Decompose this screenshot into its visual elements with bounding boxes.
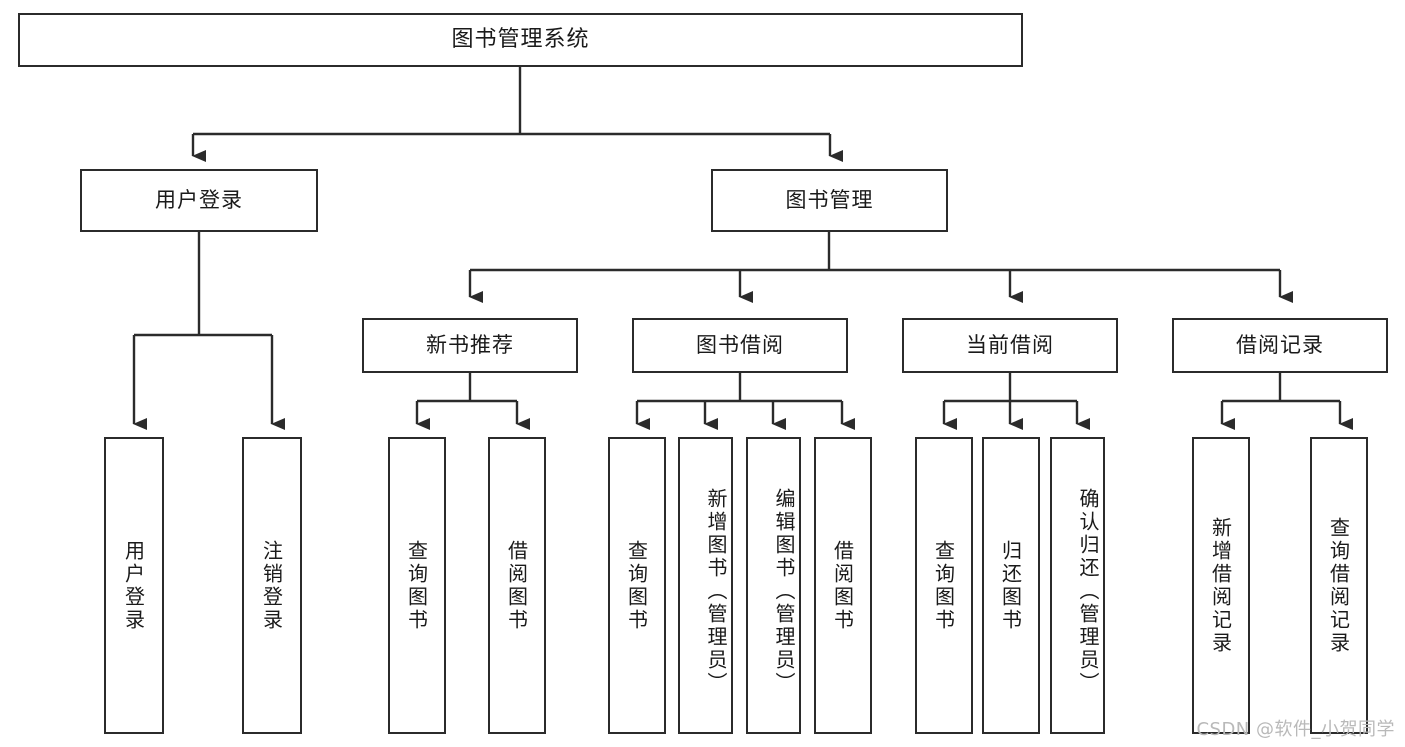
node-new-book-rec[interactable]: 新书推荐 — [362, 318, 578, 373]
leaf-query-book-2-label: 查询图书 — [624, 539, 649, 632]
node-user-login[interactable]: 用户登录 — [80, 169, 318, 232]
node-book-manage-label: 图书管理 — [785, 187, 874, 212]
leaf-logout-label: 注销登录 — [259, 539, 284, 632]
node-root[interactable]: 图书管理系统 — [18, 13, 1023, 67]
leaf-query-book-1-label: 查询图书 — [404, 539, 429, 632]
leaf-query-book-2[interactable]: 查询图书 — [608, 437, 666, 734]
leaf-logout[interactable]: 注销登录 — [242, 437, 302, 734]
leaf-query-book-3[interactable]: 查询图书 — [915, 437, 973, 734]
leaf-edit-book[interactable]: 编辑图书（管理员） — [746, 437, 801, 734]
leaf-add-record-label: 新增借阅记录 — [1208, 516, 1233, 655]
leaf-edit-book-label: 编辑图书（管理员） — [772, 488, 796, 695]
node-user-login-label: 用户登录 — [155, 187, 243, 212]
leaf-user-login[interactable]: 用户登录 — [104, 437, 164, 734]
node-current-borrow-label: 当前借阅 — [966, 332, 1054, 357]
node-borrow-record[interactable]: 借阅记录 — [1172, 318, 1388, 373]
leaf-add-book[interactable]: 新增图书（管理员） — [678, 437, 733, 734]
node-book-borrow-label: 图书借阅 — [696, 332, 784, 357]
node-book-manage[interactable]: 图书管理 — [711, 169, 948, 232]
node-root-label: 图书管理系统 — [451, 26, 590, 52]
node-new-book-rec-label: 新书推荐 — [426, 332, 514, 357]
leaf-add-record[interactable]: 新增借阅记录 — [1192, 437, 1250, 734]
leaf-query-book-1[interactable]: 查询图书 — [388, 437, 446, 734]
leaf-user-login-label: 用户登录 — [121, 539, 146, 632]
leaf-confirm-return-label: 确认归还（管理员） — [1076, 488, 1100, 695]
leaf-query-book-3-label: 查询图书 — [931, 539, 956, 632]
leaf-return-book-label: 归还图书 — [998, 539, 1023, 632]
leaf-borrow-book-2[interactable]: 借阅图书 — [814, 437, 872, 734]
leaf-query-record-label: 查询借阅记录 — [1326, 516, 1351, 655]
node-book-borrow[interactable]: 图书借阅 — [632, 318, 848, 373]
node-current-borrow[interactable]: 当前借阅 — [902, 318, 1118, 373]
leaf-return-book[interactable]: 归还图书 — [982, 437, 1040, 734]
leaf-borrow-book-1-label: 借阅图书 — [504, 539, 529, 632]
leaf-add-book-label: 新增图书（管理员） — [704, 488, 728, 695]
leaf-confirm-return[interactable]: 确认归还（管理员） — [1050, 437, 1105, 734]
leaf-borrow-book-1[interactable]: 借阅图书 — [488, 437, 546, 734]
leaf-query-record[interactable]: 查询借阅记录 — [1310, 437, 1368, 734]
node-borrow-record-label: 借阅记录 — [1236, 332, 1324, 357]
watermark: CSDN @软件_小贺同学 — [1196, 719, 1395, 740]
leaf-borrow-book-2-label: 借阅图书 — [830, 539, 855, 632]
